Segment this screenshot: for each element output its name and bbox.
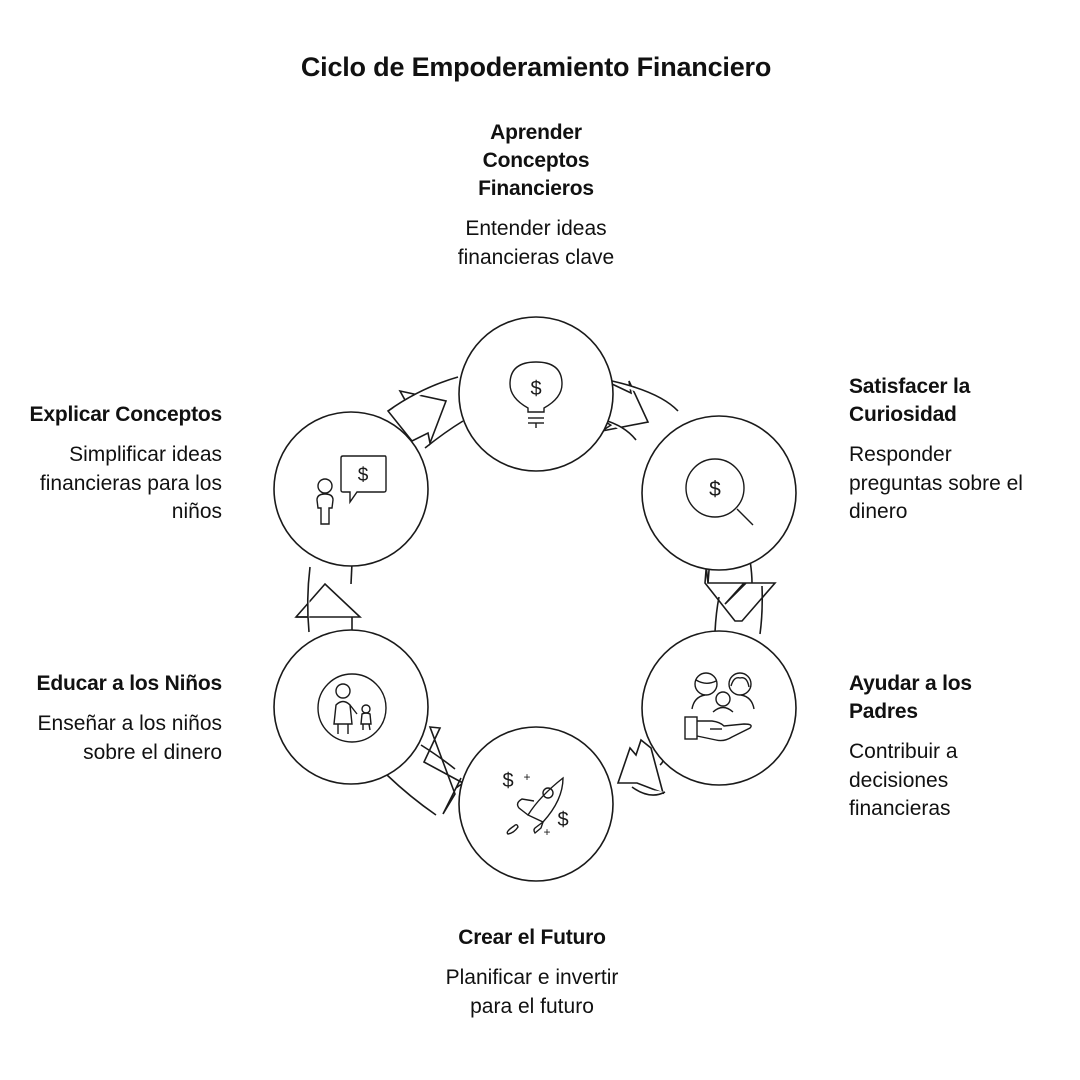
stage-circle-aprender[interactable] <box>458 316 614 472</box>
stage-title: Educar a los Niños <box>36 672 223 695</box>
dollar-glyph: $ <box>709 478 721 501</box>
parent-child-icon <box>317 673 387 743</box>
magnifier-dollar-icon: $ <box>685 458 754 526</box>
stage-label-satisfacer: Satisfacer la Curiosidad Responder pregu… <box>849 373 1069 527</box>
dollar-glyph: $ <box>557 809 568 831</box>
stage-label-explicar: Explicar Conceptos Simplificar ideas fin… <box>0 401 223 527</box>
stage-circle-satisfacer[interactable] <box>641 415 797 571</box>
stage-description: Responder preguntas sobre el dinero <box>849 443 1023 523</box>
stage-title: Crear el Futuro <box>458 926 606 949</box>
stage-title: Satisfacer la Curiosidad <box>849 375 971 426</box>
stage-label-educar: Educar a los Niños Enseñar a los niños s… <box>0 670 223 767</box>
lightbulb-dollar-icon: $ <box>509 361 563 428</box>
stage-label-ayudar: Ayudar a los Padres Contribuir a decisio… <box>849 670 1069 824</box>
stage-title: Ayudar a los Padres <box>849 672 972 723</box>
arrow-educar-to-explicar <box>294 582 363 618</box>
stage-description: Planificar e invertir para el futuro <box>445 966 619 1018</box>
arrow-satisfacer-to-ayudar <box>704 557 777 622</box>
arrow-explicar-to-aprender <box>386 389 448 446</box>
diagram-title: Ciclo de Empoderamiento Financiero <box>300 52 772 82</box>
arrow-crear-to-educar <box>422 726 465 815</box>
plus-glyph: + <box>543 825 550 839</box>
stage-label-aprender: Aprender Conceptos Financieros Entender … <box>386 119 686 272</box>
stage-description: Contribuir a decisiones financieras <box>849 740 958 820</box>
stage-description: Simplificar ideas financieras para los n… <box>39 443 222 523</box>
stage-description: Enseñar a los niños sobre el dinero <box>37 712 222 764</box>
person-speech-dollar-icon: $ <box>316 455 387 525</box>
dollar-glyph: $ <box>502 770 513 792</box>
rocket-dollar-icon: $ $ + + <box>502 770 568 839</box>
stage-title: Explicar Conceptos <box>29 403 223 426</box>
plus-glyph: + <box>523 770 530 784</box>
stage-label-crear: Crear el Futuro Planificar e invertir pa… <box>382 924 682 1021</box>
stage-description: Entender ideas financieras clave <box>457 217 615 269</box>
stage-circle-explicar[interactable] <box>273 411 429 567</box>
dollar-glyph: $ <box>358 465 369 486</box>
stage-title: Aprender Conceptos Financieros <box>478 121 594 200</box>
arrow-ayudar-to-crear <box>616 738 665 795</box>
dollar-glyph: $ <box>530 378 541 400</box>
family-hand-icon <box>684 672 755 742</box>
